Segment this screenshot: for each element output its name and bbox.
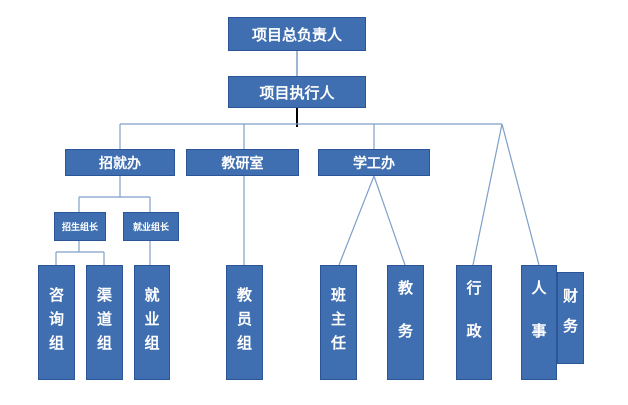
node-project-executor: 项目执行人 bbox=[228, 76, 366, 108]
connector-xuegong-banzhuren bbox=[338, 175, 375, 266]
node-project-lead: 项目总负责人 bbox=[228, 17, 366, 51]
node-human-resources: 人事 bbox=[521, 265, 557, 380]
node-academic-affairs: 教务 bbox=[387, 265, 424, 380]
connector-xuegong-jiaowu bbox=[373, 175, 406, 266]
node-channel-group: 渠道组 bbox=[86, 265, 123, 380]
node-administration: 行政 bbox=[456, 265, 492, 380]
node-employment-group: 就业组 bbox=[134, 265, 170, 380]
node-consulting-group: 咨询组 bbox=[38, 265, 75, 380]
node-teaching-research: 教研室 bbox=[186, 149, 299, 176]
node-finance: 财务 bbox=[557, 272, 584, 364]
node-head-teacher: 班主任 bbox=[320, 265, 357, 380]
node-enrollment-leader: 招生组长 bbox=[54, 212, 106, 241]
connector-bus-xingzheng bbox=[472, 123, 503, 266]
node-instructor-group: 教员组 bbox=[226, 265, 263, 380]
node-zhaojiu-office: 招就办 bbox=[65, 149, 175, 176]
node-employment-leader: 就业组长 bbox=[123, 212, 179, 241]
node-student-affairs: 学工办 bbox=[318, 149, 430, 176]
connector-bus-renshi bbox=[501, 123, 540, 266]
